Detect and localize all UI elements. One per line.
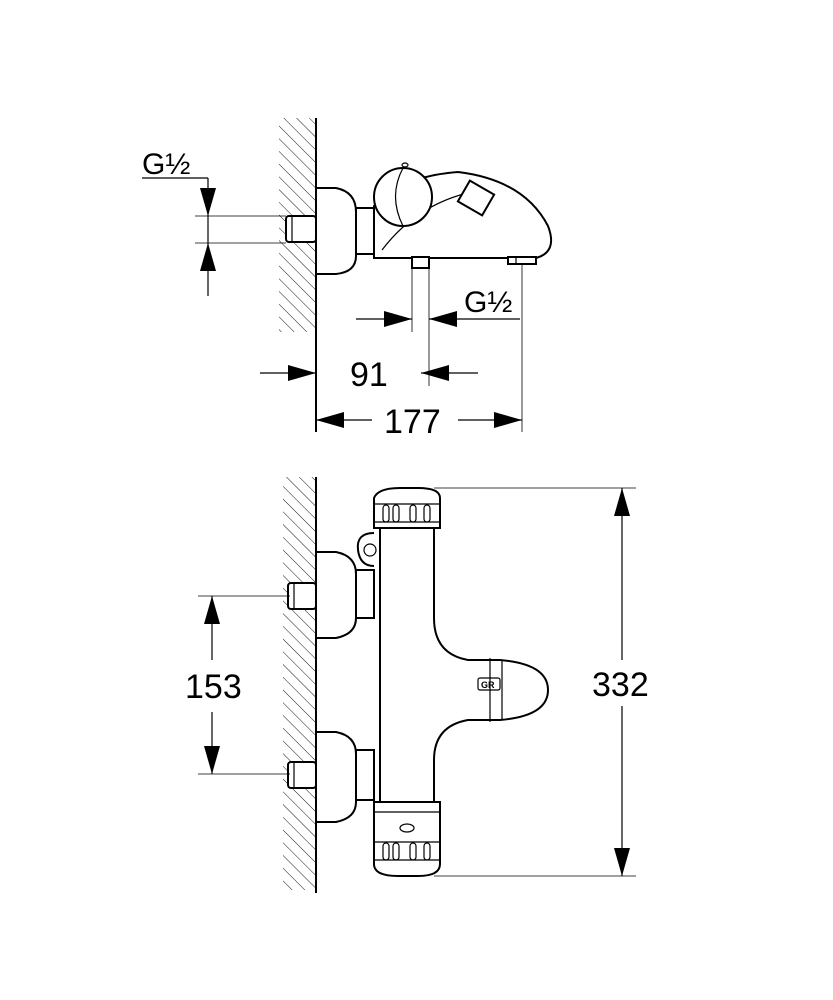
lower-connector-front [355, 749, 375, 801]
handle-marker [401, 162, 409, 168]
dim-177-arrow-right [494, 412, 522, 428]
outlet-arrow-right [429, 311, 457, 327]
top-grip-3 [409, 504, 417, 523]
thread-inlet-label: G½ [142, 148, 190, 181]
thread-inlet-arrow-top [200, 188, 216, 216]
lower-inlet-fitting [287, 761, 317, 789]
dim-332-label: 332 [592, 666, 649, 704]
bottom-grip-3 [409, 842, 417, 861]
dim-91-label: 91 [350, 356, 388, 394]
bottom-grip-2 [392, 842, 400, 861]
spout-side [507, 256, 537, 265]
shower-holder [356, 532, 375, 567]
bottom-grip-1 [382, 842, 390, 861]
side-view: G½ G½ 91 177 [142, 118, 552, 441]
front-view: GR 153 332 [185, 477, 649, 893]
inlet-fitting-side [285, 215, 317, 243]
bottom-cap-front [373, 801, 441, 877]
bottom-grip-4 [423, 842, 431, 861]
dim-177-label: 177 [384, 403, 441, 441]
wall-hatch-front [283, 477, 316, 890]
mixer-body-front [379, 527, 550, 803]
outlet-arrow-left [384, 311, 412, 327]
top-grip-4 [423, 504, 431, 523]
dim-332-arrow-bottom [614, 848, 630, 876]
upper-connector-front [355, 569, 375, 619]
shower-holder-ring [363, 543, 377, 557]
dim-177-arrow-left [316, 412, 344, 428]
dim-91-arrow-right [421, 365, 449, 381]
connector-side [355, 207, 375, 255]
dim-153-arrow-top [204, 596, 220, 624]
top-grip-1 [382, 504, 390, 523]
upper-flange-front [315, 551, 357, 639]
handle-contour [394, 167, 404, 227]
dim-332-arrow-top [614, 488, 630, 516]
bottom-outlet-hole [399, 823, 415, 833]
dim-153-label: 153 [185, 668, 242, 706]
logo-text: GR [481, 680, 495, 690]
thermostat-handle-side [373, 167, 433, 227]
logo-badge [477, 677, 501, 691]
dim-153-arrow-bottom [204, 746, 220, 774]
wall-flange-side [315, 187, 357, 275]
dim-91-arrow-left [288, 365, 316, 381]
lower-flange-front [315, 731, 357, 823]
flow-button-side [456, 179, 496, 217]
thread-outlet-label: G½ [464, 286, 512, 319]
shower-outlet-side [411, 256, 430, 269]
top-grip-2 [392, 504, 400, 523]
upper-inlet-fitting [287, 582, 317, 610]
thread-inlet-arrow-bottom [200, 243, 216, 271]
